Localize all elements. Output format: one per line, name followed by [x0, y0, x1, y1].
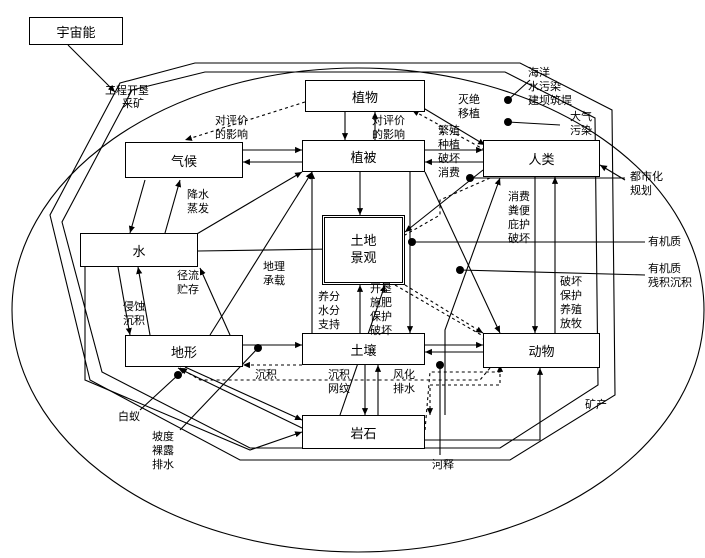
- edge-rock-humans: [444, 177, 501, 415]
- label-destroy: 破坏 保护 养殖 放牧: [560, 275, 582, 330]
- edge-vegetation-animals: [424, 171, 501, 334]
- dot-landform-soil: [254, 344, 262, 352]
- label-geo-bearing: 地理 承载: [263, 260, 285, 287]
- loop-outer-1: [49, 62, 616, 461]
- dot-organic: [408, 238, 416, 246]
- edge-humans-plants: [411, 109, 486, 151]
- edge-water-rock: [84, 267, 303, 451]
- label-mining-top: 采矿: [122, 97, 144, 110]
- label-runoff: 径流 贮存: [177, 269, 199, 296]
- label-nutrients: 养分 水分 支持: [318, 290, 340, 331]
- edge-water-vegetation: [189, 171, 303, 239]
- label-air-pollution: 大气 污染: [570, 110, 592, 137]
- label-engineering: 工程开垦: [105, 84, 149, 97]
- edge-landform-rock: [184, 366, 303, 421]
- label-extinction: 灭绝 移植: [458, 93, 480, 120]
- node-rock: 岩石: [302, 415, 425, 449]
- outer-ellipse: [11, 67, 705, 553]
- edge-plants-climate: [184, 101, 306, 141]
- edge-organic-residue-line: [459, 269, 646, 276]
- edge-landscape-animals-2: [394, 284, 491, 341]
- node-vegetation: 植被: [302, 140, 425, 172]
- edge-rock-water-dotted: [424, 365, 504, 431]
- dot-river: [436, 361, 444, 369]
- label-precipitation: 降水 蒸发: [187, 188, 209, 215]
- label-consume: 消费 粪便 庇护 破坏: [508, 190, 530, 245]
- label-urbanization: 都市化 规划: [630, 170, 663, 197]
- edge-landform-water: [136, 266, 151, 336]
- label-breeding: 繁殖 种植 破坏 消费: [438, 124, 460, 179]
- edge-water-landform: [117, 266, 132, 336]
- label-organic-residue: 有机质 残积沉积: [648, 262, 692, 289]
- edge-animals-rock-dotted: [426, 368, 501, 415]
- node-water: 水: [80, 233, 198, 267]
- dot-breeding: [466, 174, 474, 182]
- label-erosion: 侵蚀 沉积: [123, 300, 145, 327]
- edge-landform-vegetation: [209, 171, 313, 336]
- edge-humans-loop-dotted: [404, 177, 491, 236]
- label-weathering: 风化 排水: [393, 368, 415, 395]
- node-climate: 气候: [125, 142, 243, 178]
- label-reclaim: 开垦 施肥 保护 破坏: [370, 282, 392, 337]
- edge-landscape-animals: [404, 284, 484, 334]
- label-deposition: 沉积: [255, 368, 277, 381]
- node-landform: 地形: [125, 335, 243, 367]
- label-mining-right: 矿产: [585, 398, 607, 411]
- edge-rock-landform: [177, 367, 303, 429]
- label-termite: 白蚁: [118, 410, 140, 423]
- label-slope: 坡度 裸露 排水: [152, 430, 174, 471]
- edge-animals-landform-dotted: [179, 367, 491, 381]
- edge-climate-water: [128, 179, 146, 234]
- node-soil: 土壤: [302, 333, 425, 365]
- label-organic: 有机质: [648, 235, 681, 248]
- loop-outer-2: [61, 71, 599, 449]
- edge-universe-energy: [67, 44, 116, 93]
- edge-air-pollution-line: [507, 121, 561, 126]
- edge-slope-line: [179, 347, 259, 431]
- label-sediment: 沉积 网纹: [328, 368, 350, 395]
- edge-landform-water-runoff: [199, 267, 231, 336]
- label-ocean-pollution: 海洋 水污染 建坝筑堤: [528, 66, 572, 107]
- node-animals: 动物: [483, 333, 600, 368]
- node-universe-energy: 宇宙能: [29, 17, 123, 45]
- dot-ocean: [504, 96, 512, 104]
- node-humans: 人类: [483, 140, 600, 177]
- label-eval-left: 对评价 的影响: [215, 114, 248, 141]
- edge-termite-line: [139, 374, 179, 411]
- dot-termite: [174, 371, 182, 379]
- dot-air: [504, 118, 512, 126]
- label-eval-right: 对评价 的影响: [372, 114, 405, 141]
- edge-water-climate: [164, 179, 182, 234]
- edge-rock-animals: [425, 368, 544, 441]
- dot-organic-residue: [456, 266, 464, 274]
- edge-ocean-pollution-line: [507, 79, 531, 101]
- edge-water-landscape: [197, 246, 333, 253]
- node-landscape: 土地 景观: [322, 215, 405, 285]
- node-plants: 植物: [305, 80, 425, 112]
- label-river: 河释: [432, 458, 454, 471]
